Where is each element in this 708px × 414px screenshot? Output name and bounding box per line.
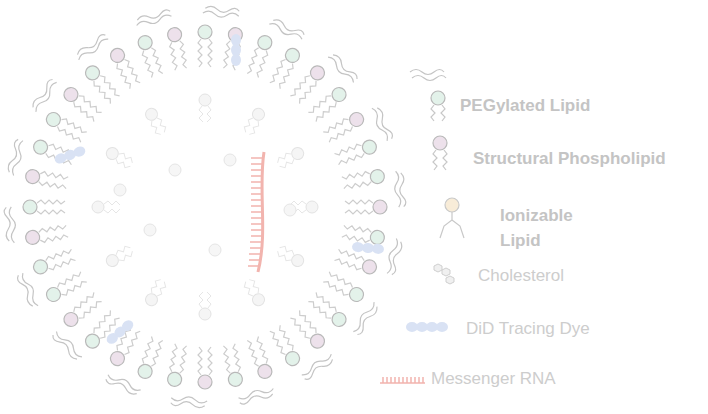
- legend-icons: [380, 70, 464, 384]
- legend-label: Ionizable Lipid: [500, 203, 600, 253]
- legend-label: Cholesterol: [478, 263, 564, 288]
- inner-lipids: [92, 94, 318, 320]
- peg-chains: [4, 6, 406, 409]
- legend-label: Messenger RNA: [431, 366, 556, 391]
- legend-label: DiD Tracing Dye: [466, 316, 590, 341]
- did-dye: [53, 34, 384, 346]
- legend-label: PEGylated Lipid: [460, 93, 590, 118]
- legend-label: Structural Phospholipid: [473, 146, 666, 171]
- phospholipid-shell: [23, 25, 387, 389]
- mrna-strand: [248, 152, 264, 272]
